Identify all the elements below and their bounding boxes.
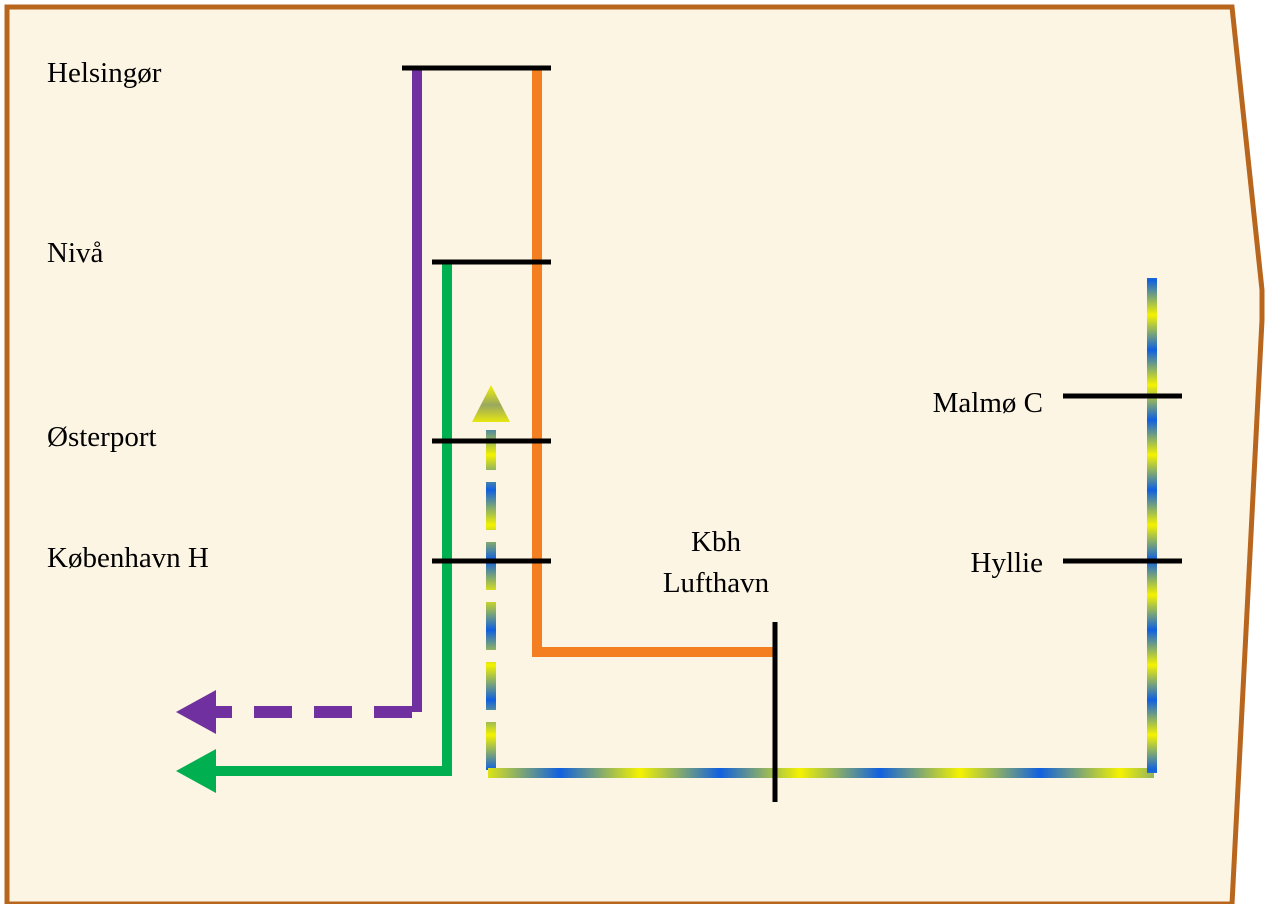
green-route-arrowhead — [176, 749, 216, 793]
green-route — [176, 262, 452, 793]
niva-label: Nivå — [47, 237, 104, 269]
purple-route — [176, 68, 422, 734]
kobenhavn-h-label: København H — [47, 542, 209, 574]
oresund-route-arrowhead — [472, 385, 510, 422]
kbh-lufthavn-label-line2: Lufthavn — [663, 567, 770, 599]
green-route-path — [215, 262, 452, 776]
purple-route-arrowhead — [176, 690, 216, 734]
malmo-c-label: Malmø C — [933, 387, 1043, 419]
kbh-lufthavn-label-line1: Kbh — [691, 526, 741, 558]
oresund-route — [472, 278, 1157, 778]
helsingor-label: Helsingør — [47, 57, 162, 89]
osterport-label: Østerport — [47, 421, 157, 453]
hyllie-label: Hyllie — [971, 547, 1044, 579]
